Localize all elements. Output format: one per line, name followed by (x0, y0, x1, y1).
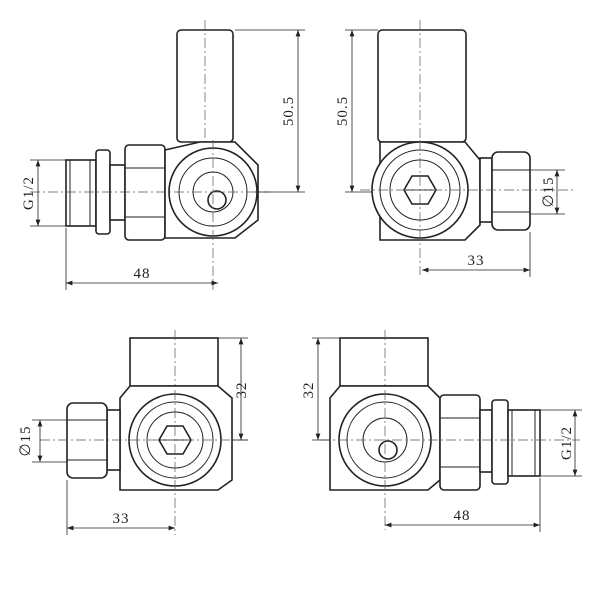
length-label: 48 (134, 266, 151, 282)
length-label: 48 (454, 508, 471, 524)
bottom-right-view: 32 48 G1/2 (301, 330, 582, 532)
pipe-label: ∅15 (541, 176, 557, 207)
thread (65, 159, 97, 227)
pipe-label: ∅15 (18, 425, 34, 456)
cap (339, 337, 429, 387)
top-left-view: 50.5 48 G1/2 (21, 20, 305, 290)
ring (491, 399, 509, 485)
thread-label: G1/2 (21, 176, 37, 210)
compression-nut (66, 402, 108, 479)
cap (377, 29, 467, 143)
length-label: 33 (468, 253, 485, 269)
height-label: 32 (234, 382, 250, 399)
height-label: 50.5 (281, 96, 297, 126)
top-right-view: 50.5 33 ∅15 (335, 20, 575, 277)
height-label: 32 (301, 382, 317, 399)
length-label: 33 (113, 511, 130, 527)
thread-label: G1/2 (559, 426, 575, 460)
hex-nut (439, 394, 481, 491)
cap (129, 337, 219, 387)
bottom-left-view: 32 33 ∅15 (18, 330, 250, 535)
compression-nut (491, 151, 531, 231)
hex-nut (124, 144, 166, 241)
height-label: 50.5 (335, 96, 351, 126)
